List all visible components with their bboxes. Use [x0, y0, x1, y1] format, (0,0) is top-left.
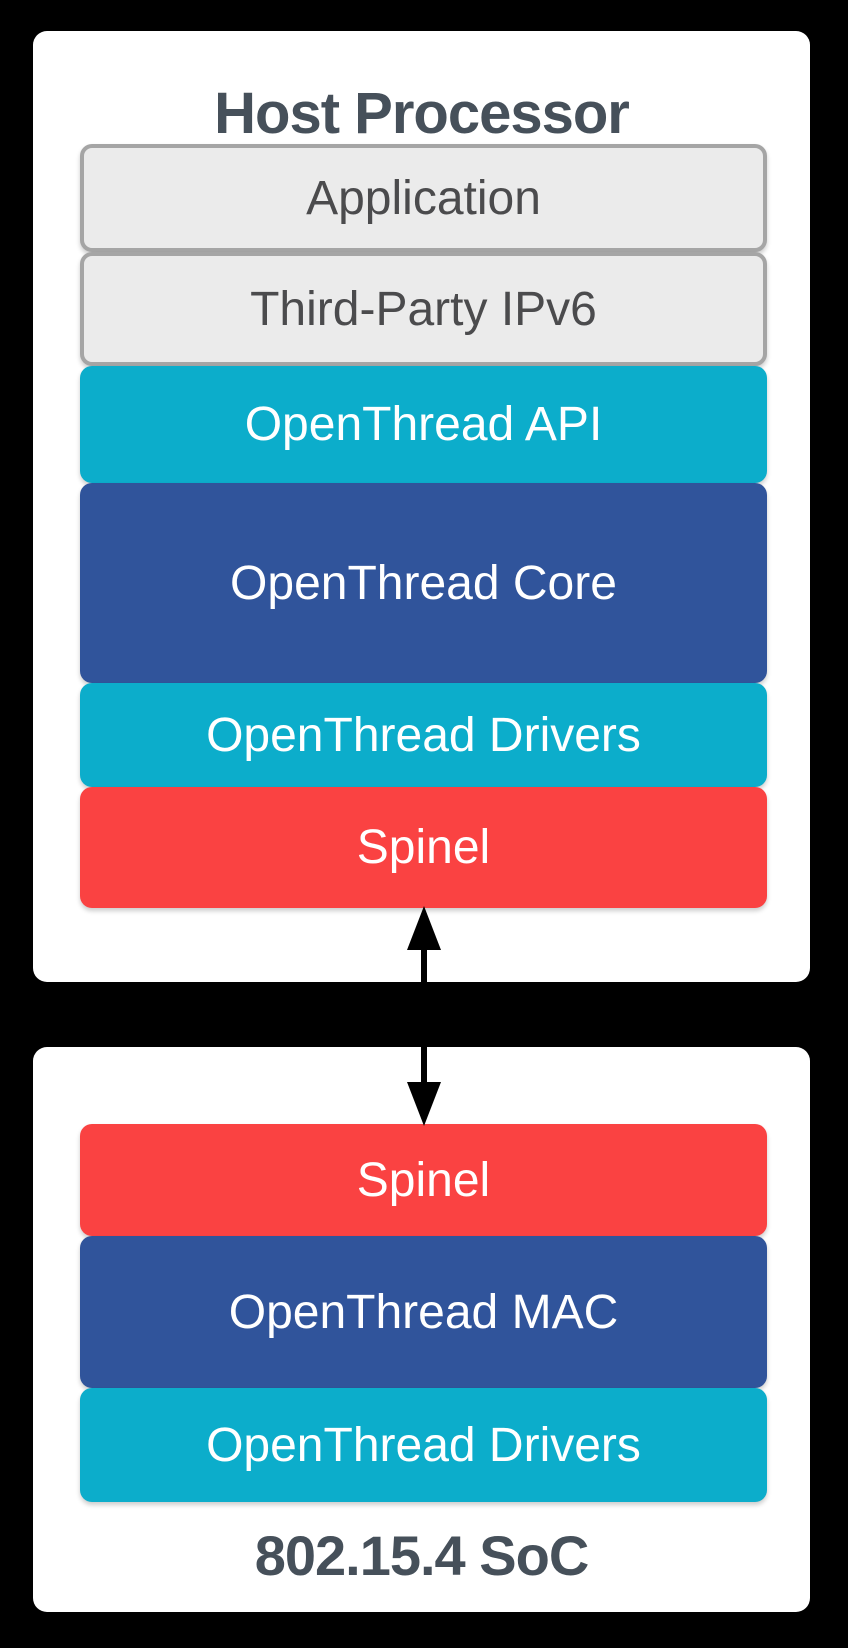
layer-openthread-api-label: OpenThread API: [244, 398, 603, 451]
host-processor-card: Host Processor Application Third-Party I…: [33, 31, 810, 982]
soc-card: Spinel OpenThread MAC OpenThread Drivers…: [33, 1047, 810, 1612]
layer-openthread-core-label: OpenThread Core: [230, 556, 617, 610]
arrow-shaft: [421, 946, 427, 1086]
layer-openthread-mac: OpenThread MAC: [80, 1236, 767, 1388]
layer-openthread-drivers-host: OpenThread Drivers: [80, 683, 767, 787]
arrow-down-head-icon: [407, 1082, 441, 1126]
layer-openthread-api: OpenThread API: [80, 366, 767, 483]
layer-spinel-soc-label: Spinel: [356, 1153, 491, 1207]
arrow-up-head-icon: [407, 906, 441, 950]
layer-openthread-drivers-soc-label: OpenThread Drivers: [206, 1418, 641, 1472]
layer-spinel-soc: Spinel: [80, 1124, 767, 1236]
soc-caption: 802.15.4 SoC: [254, 1524, 590, 1587]
layer-openthread-core: OpenThread Core: [80, 483, 767, 683]
layer-third-party-ipv6-label: Third-Party IPv6: [250, 282, 597, 336]
host-processor-title: Host Processor: [214, 81, 630, 146]
host-layer-stack: Application Third-Party IPv6 OpenThread …: [80, 144, 767, 908]
layer-third-party-ipv6: Third-Party IPv6: [80, 252, 767, 366]
layer-openthread-drivers-soc: OpenThread Drivers: [80, 1388, 767, 1502]
layer-application: Application: [80, 144, 767, 252]
layer-spinel-host-label: Spinel: [356, 821, 491, 874]
layer-openthread-drivers-host-label: OpenThread Drivers: [206, 708, 641, 762]
spinel-link-arrow: [407, 906, 441, 1126]
layer-openthread-mac-label: OpenThread MAC: [228, 1285, 619, 1339]
layer-spinel-host: Spinel: [80, 787, 767, 908]
layer-application-label: Application: [306, 171, 541, 225]
soc-layer-stack: Spinel OpenThread MAC OpenThread Drivers: [80, 1124, 767, 1502]
